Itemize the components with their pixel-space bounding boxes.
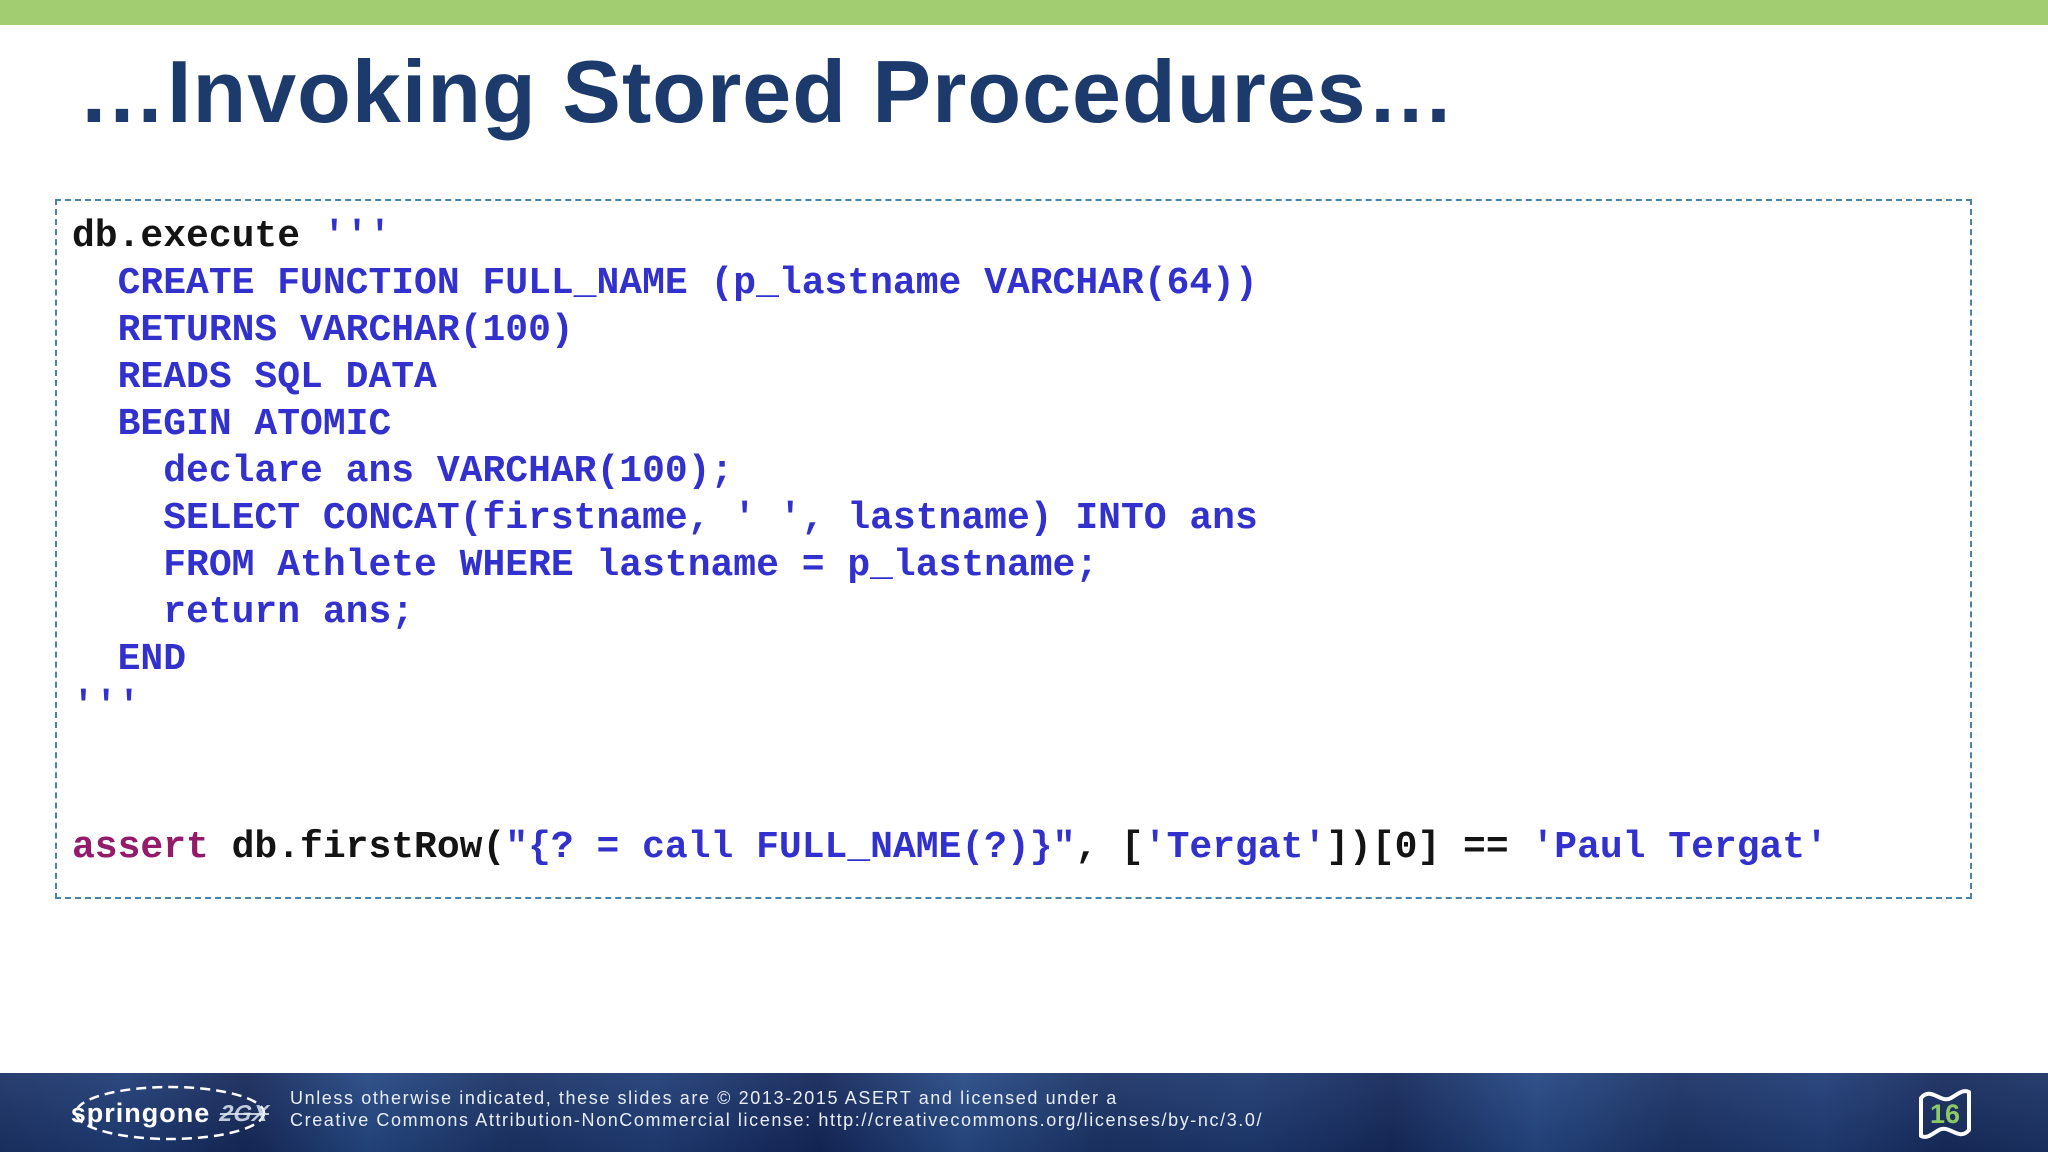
code-line <box>72 730 1962 777</box>
top-accent-bar <box>0 0 2048 25</box>
code-line: ''' <box>72 685 141 728</box>
logo-dashed-ellipse <box>74 1085 266 1141</box>
code-line: READS SQL DATA <box>72 356 437 399</box>
page-number: 16 <box>1930 1099 1960 1129</box>
logo-wordmark: springone <box>70 1097 211 1128</box>
page-title: …Invoking Stored Procedures… <box>78 42 1456 141</box>
springone2gx-logo: springone 2GX <box>70 1083 272 1143</box>
code-block: db.execute ''' CREATE FUNCTION FULL_NAME… <box>72 213 1962 871</box>
logo-text: springone 2GX <box>70 1083 272 1143</box>
code-line: return ans; <box>72 591 415 634</box>
logo-suffix-2gx: 2GX <box>218 1099 272 1126</box>
code-line: FROM Athlete WHERE lastname = p_lastname… <box>72 544 1099 587</box>
page-number-flag-icon: 16 <box>1919 1089 1971 1139</box>
code-line: END <box>72 638 187 681</box>
code-line: db.execute ''' <box>72 215 392 258</box>
code-line: BEGIN ATOMIC <box>72 403 392 446</box>
code-line: declare ans VARCHAR(100); <box>72 450 734 493</box>
code-box: db.execute ''' CREATE FUNCTION FULL_NAME… <box>55 199 1972 899</box>
code-line <box>72 777 1962 824</box>
code-line: RETURNS VARCHAR(100) <box>72 309 574 352</box>
license-line-1: Unless otherwise indicated, these slides… <box>290 1088 1118 1108</box>
code-line: SELECT CONCAT(firstname, ' ', lastname) … <box>72 497 1258 540</box>
license-line-2: Creative Commons Attribution-NonCommerci… <box>290 1110 1264 1130</box>
code-line: CREATE FUNCTION FULL_NAME (p_lastname VA… <box>72 262 1258 305</box>
footer-bar: springone 2GX Unless otherwise indicated,… <box>0 1073 2048 1152</box>
code-line: assert db.firstRow("{? = call FULL_NAME(… <box>72 826 1828 869</box>
license-text: Unless otherwise indicated, these slides… <box>290 1087 1263 1131</box>
